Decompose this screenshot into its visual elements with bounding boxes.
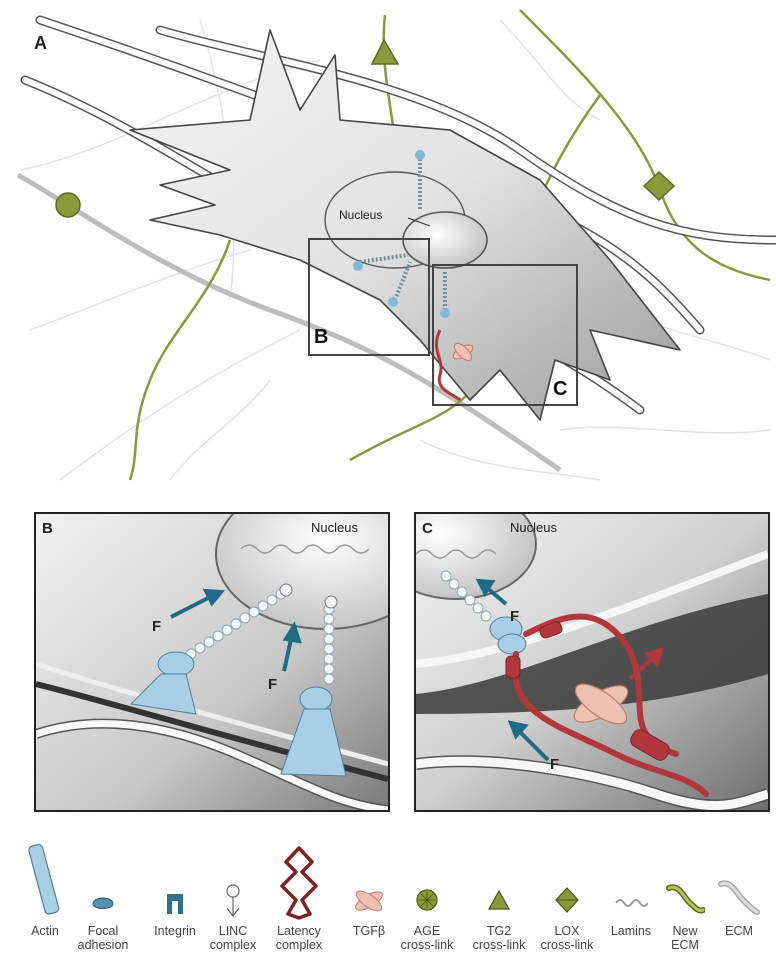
inset-c-label: C bbox=[553, 378, 567, 401]
legend-item-latency-complex: Latency complex bbox=[264, 838, 334, 955]
age-crosslink-marker bbox=[56, 193, 80, 217]
legend-label-line2: cross-link bbox=[386, 938, 468, 952]
cell-body bbox=[130, 30, 680, 420]
tg2-crosslink-icon bbox=[464, 888, 534, 912]
panel-c: C Nucleus F F bbox=[414, 512, 770, 812]
legend: Actin Focal adhesion Integrin LINC compl… bbox=[0, 838, 776, 955]
legend-item-tg2-crosslink: TG2 cross-link bbox=[464, 838, 534, 955]
legend-label-line1: AGE bbox=[386, 924, 468, 938]
panel-a: A Nucleus B C bbox=[0, 0, 776, 490]
panel-b-nucleus-label: Nucleus bbox=[311, 520, 358, 535]
ecm-icon bbox=[704, 878, 774, 916]
panel-b-letter: B bbox=[42, 520, 53, 537]
tg2-crosslink-marker bbox=[372, 40, 398, 64]
legend-item-age-crosslink: AGE cross-link bbox=[392, 838, 462, 955]
panel-c-nucleus-label: Nucleus bbox=[510, 520, 557, 535]
panel-c-letter: C bbox=[422, 520, 433, 537]
legend-item-focal-adhesion: Focal adhesion bbox=[68, 838, 138, 955]
legend-label-line2: complex bbox=[258, 938, 340, 952]
panel-a-letter: A bbox=[34, 33, 47, 54]
lox-crosslink-marker bbox=[644, 172, 674, 200]
force-label-b2: F bbox=[268, 676, 277, 693]
lox-crosslink-icon bbox=[532, 886, 602, 914]
legend-label-line2: adhesion bbox=[62, 938, 144, 952]
force-label-c2: F bbox=[550, 756, 559, 773]
latency-complex-icon bbox=[264, 844, 334, 920]
legend-item-ecm: ECM bbox=[704, 838, 774, 955]
linc-complex-icon bbox=[198, 884, 268, 918]
panel-a-illustration bbox=[0, 0, 776, 490]
panel-c-illustration bbox=[416, 514, 768, 810]
inset-b-label: B bbox=[314, 326, 328, 349]
legend-label-line1: Focal bbox=[62, 924, 144, 938]
age-crosslink-icon bbox=[392, 888, 462, 912]
panel-a-nucleus-label: Nucleus bbox=[339, 208, 382, 222]
panel-b: B Nucleus F F bbox=[34, 512, 390, 812]
force-label-c1: F bbox=[510, 608, 519, 625]
focal-adhesion-icon bbox=[68, 894, 138, 912]
panel-b-illustration bbox=[36, 514, 388, 810]
legend-label-line1: ECM bbox=[698, 924, 776, 938]
force-label-b1: F bbox=[152, 618, 161, 635]
